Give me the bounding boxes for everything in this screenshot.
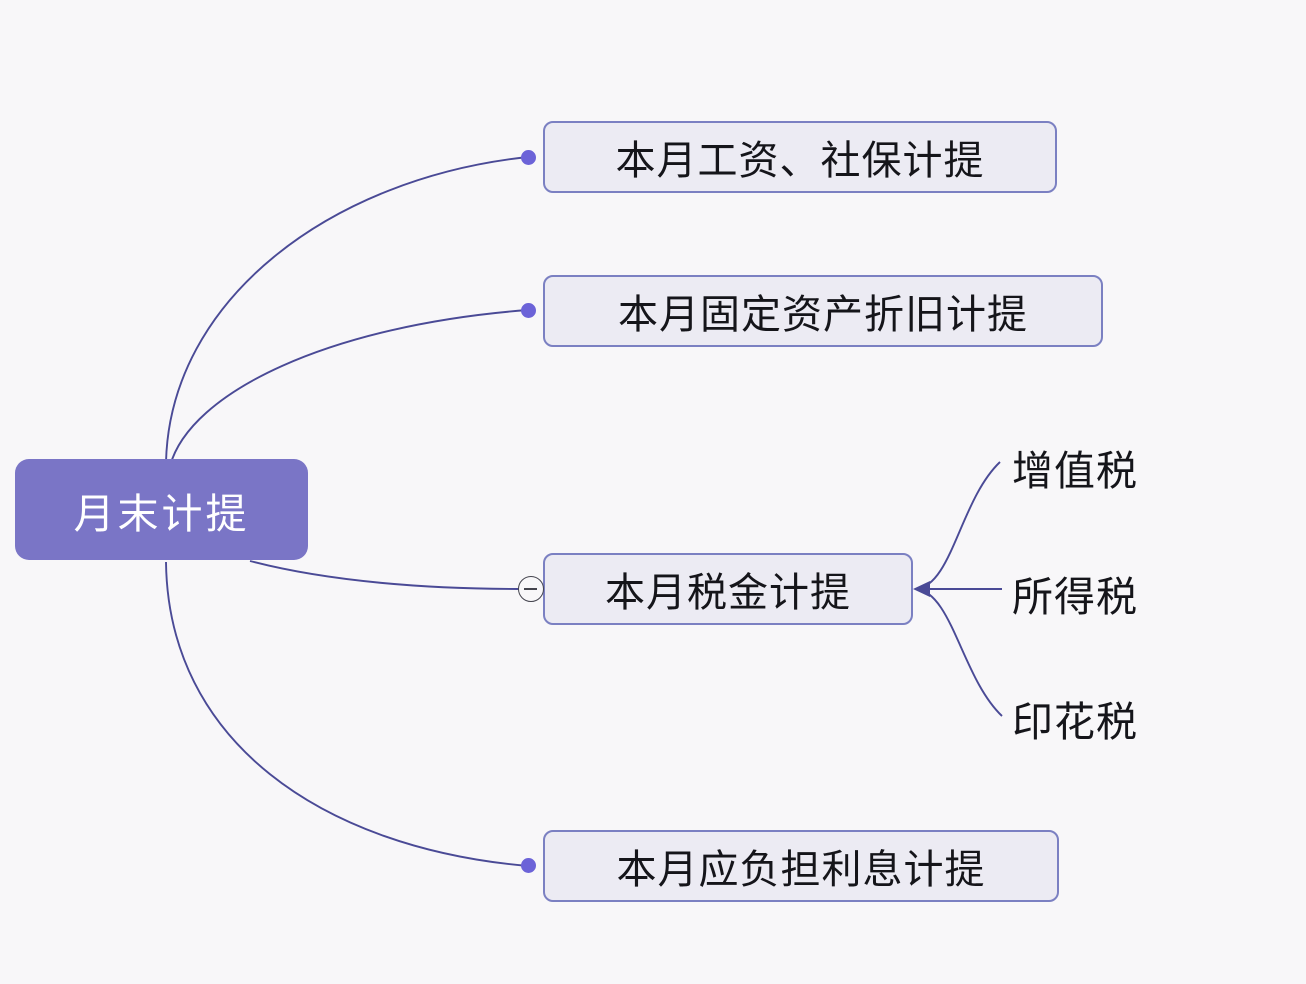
branch-node-interest[interactable]: 本月应负担利息计提 <box>543 830 1059 902</box>
connector-dot-interest <box>521 858 536 873</box>
branch-node-salary-label: 本月工资、社保计提 <box>615 138 985 184</box>
leaf-node-stamp-tax[interactable]: 印花税 <box>1012 688 1138 748</box>
branch-node-depreciation-label: 本月固定资产折旧计提 <box>618 292 1028 338</box>
connector-root-to-interest <box>165 561 529 867</box>
connector-root-to-tax <box>249 560 521 590</box>
collapse-toggle-icon[interactable] <box>518 576 544 602</box>
branch-node-interest-label: 本月应负担利息计提 <box>616 847 986 893</box>
leaf-node-income-tax-label: 所得税 <box>1012 573 1138 621</box>
connector-root-to-salary <box>165 156 529 463</box>
branch-node-tax[interactable]: 本月税金计提 <box>543 553 913 625</box>
branch-node-salary[interactable]: 本月工资、社保计提 <box>543 121 1057 193</box>
connector-dot-salary <box>521 150 536 165</box>
leaf-node-income-tax[interactable]: 所得税 <box>1012 563 1138 623</box>
leaf-node-vat[interactable]: 增值税 <box>1012 437 1138 497</box>
root-node[interactable]: 月末计提 <box>15 459 308 560</box>
root-node-label: 月末计提 <box>73 489 250 538</box>
branch-node-tax-label: 本月税金计提 <box>605 570 851 616</box>
connector-tax-to-stamp-tax <box>915 588 1003 717</box>
leaf-node-stamp-tax-label: 印花税 <box>1012 698 1138 746</box>
connector-root-to-depreciation <box>169 309 529 467</box>
connector-tax-to-vat <box>915 461 1001 590</box>
leaf-node-vat-label: 增值税 <box>1012 447 1138 495</box>
connector-dot-depreciation <box>521 303 536 318</box>
tax-children-arrowhead-icon <box>913 581 930 597</box>
branch-node-depreciation[interactable]: 本月固定资产折旧计提 <box>543 275 1103 347</box>
